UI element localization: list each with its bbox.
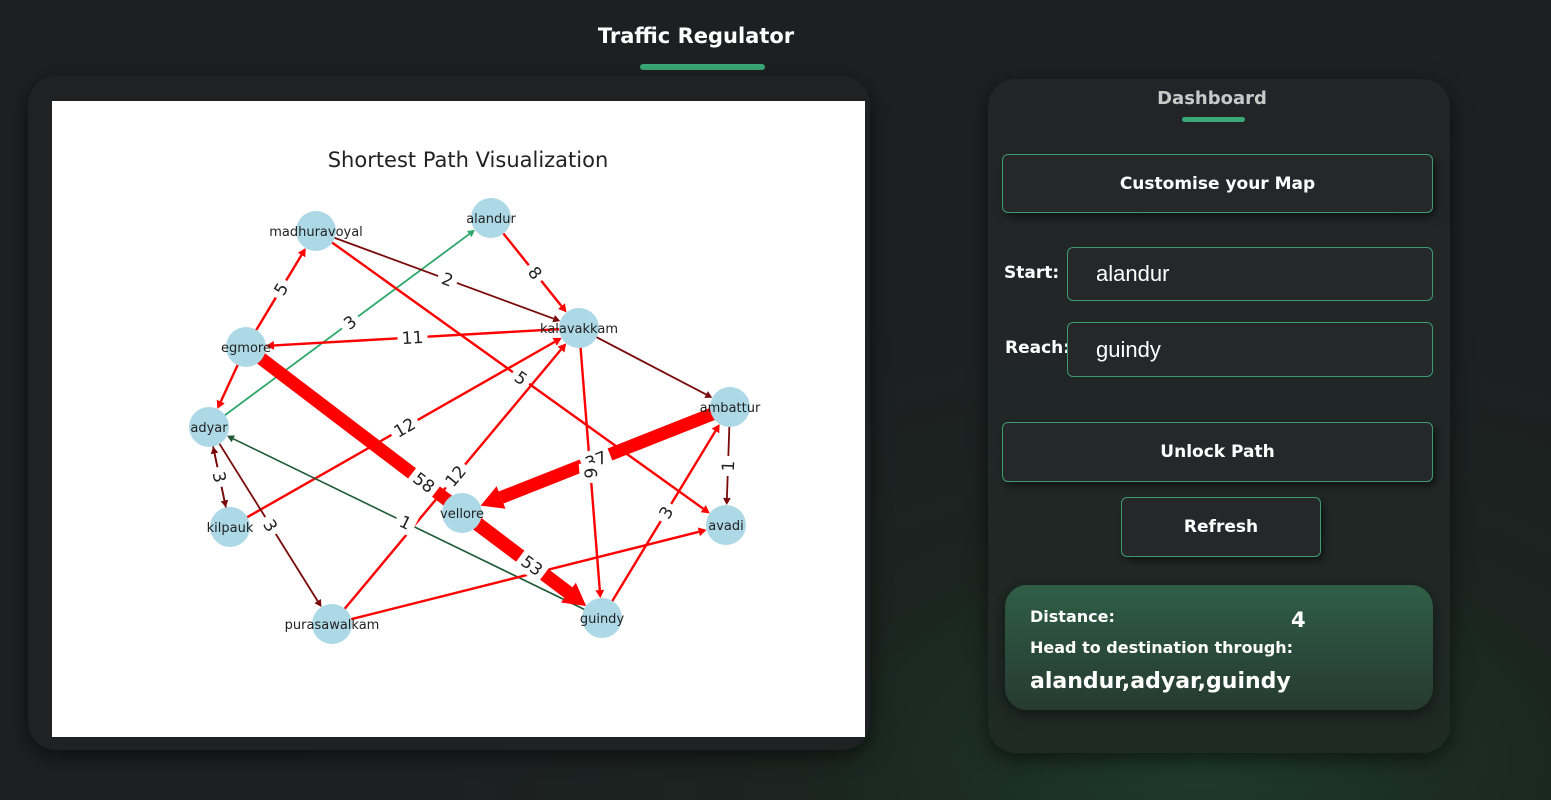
- graph-node-label: kalavakkam: [540, 322, 618, 337]
- edge-weight-bg: [266, 274, 296, 304]
- edge-weight-bg: [206, 464, 233, 490]
- edge-weight-bg: [651, 498, 681, 527]
- edge-weight-label: 6: [578, 462, 603, 484]
- graph-edge-arrowhead: [595, 589, 605, 599]
- graph-node-egmore: [226, 327, 266, 367]
- graph-edge-arrowhead: [552, 315, 561, 323]
- graph-node-vellore: [442, 493, 482, 533]
- refresh-button[interactable]: Refresh: [1121, 497, 1321, 557]
- edge-weight-bg: [434, 265, 461, 294]
- graph-edge-arrowhead: [297, 248, 306, 258]
- edge-weight-label: 5: [506, 363, 536, 393]
- edge-weight-bg: [716, 455, 740, 477]
- graph-node-label: adyar: [190, 421, 228, 436]
- graph-edge-arrowhead: [700, 505, 710, 514]
- graph-edge-arrowhead: [704, 391, 713, 398]
- start-label: Start:: [1004, 263, 1060, 283]
- graph-node-adyar: [189, 407, 229, 447]
- reach-input[interactable]: guindy: [1067, 322, 1433, 377]
- edge-weight-bg: [520, 258, 550, 288]
- edge-weight-text: 6: [579, 467, 600, 479]
- graph-node-label: vellore: [440, 507, 484, 522]
- graph-edge: [498, 405, 722, 504]
- edge-weight-label: 12: [386, 410, 423, 445]
- edge-weight-text: 1: [719, 460, 739, 471]
- graph-node-kalavakkam: [559, 308, 599, 348]
- graph-node-label: kilpauk: [207, 521, 254, 536]
- graph-edge-arrowhead: [226, 435, 235, 443]
- graph-edge-arrowhead: [558, 303, 567, 313]
- dashboard-underline: [1182, 117, 1245, 122]
- through-label: Head to destination through:: [1030, 638, 1294, 657]
- graph-edge-arrowhead: [480, 486, 506, 509]
- graph-node-avadi: [706, 505, 746, 545]
- graph-node-label: alandur: [466, 212, 516, 227]
- graph-node-purasawalkam: [312, 604, 352, 644]
- graph-node-label: ambattur: [700, 401, 761, 416]
- distance-value: 4: [1291, 608, 1306, 632]
- graph-node-kilpauk: [210, 507, 250, 547]
- edge-weight-label: 2: [434, 265, 461, 294]
- edge-weight-bg: [386, 410, 423, 445]
- edge-weight-bg: [437, 457, 474, 495]
- graph-node-ambattur: [710, 387, 750, 427]
- edge-weight-text: 11: [401, 328, 424, 349]
- edge-weight-bg: [391, 508, 420, 537]
- graph-edge: [219, 357, 243, 403]
- distance-label: Distance:: [1030, 607, 1115, 626]
- edge-weight-bg: [506, 363, 536, 393]
- graph-edge: [589, 332, 707, 396]
- edge-weight-bg: [513, 547, 551, 584]
- path-value: alandur,adyar,guindy: [1030, 669, 1291, 694]
- edge-weight-bg: [405, 464, 443, 501]
- graph-node-label: purasawalkam: [285, 618, 380, 633]
- edge-weight-label: 1: [391, 508, 420, 537]
- graph-edge-arrowhead: [314, 599, 322, 608]
- graph-edge-arrowhead: [210, 446, 219, 455]
- edge-weight-label: 3: [651, 498, 681, 527]
- edge-weight-label: 3: [255, 511, 286, 540]
- graph-edge-arrowhead: [561, 583, 586, 606]
- graph-node-label: egmore: [221, 341, 271, 356]
- graph-node-label: avadi: [708, 519, 744, 534]
- edge-weight-text: 3: [208, 470, 230, 485]
- edge-weight-label: 3: [335, 307, 365, 338]
- graph-edge-arrowhead: [723, 497, 731, 506]
- result-panel: [1005, 585, 1433, 710]
- dashboard-title: Dashboard: [1157, 88, 1267, 109]
- graph-edge-arrowhead: [557, 343, 567, 353]
- graph-node-label: madhuravoyal: [269, 225, 363, 240]
- edge-weight-bg: [396, 325, 429, 350]
- edge-weight-bg: [335, 307, 365, 338]
- graph-svg: Shortest Path Visualization 583211558123…: [189, 148, 761, 644]
- unlock-path-button[interactable]: Unlock Path: [1002, 422, 1433, 482]
- graph-edge-arrowhead: [697, 527, 707, 537]
- edge-weight-label: 3: [206, 464, 233, 490]
- edge-weight-label: 5: [266, 274, 296, 304]
- customise-map-button[interactable]: Customise your Map: [1002, 154, 1433, 213]
- graph-edge-arrowhead: [552, 337, 562, 346]
- graph-edge-arrowhead: [711, 424, 720, 434]
- graph-edge-arrowhead: [467, 229, 475, 238]
- graph-node-label: guindy: [580, 612, 625, 627]
- edge-weight-label: 11: [396, 325, 429, 350]
- app-title: Traffic Regulator: [597, 24, 795, 48]
- graph-edge-arrowhead: [216, 399, 225, 409]
- graph-edge-arrowhead: [265, 341, 275, 350]
- reach-label: Reach:: [1005, 338, 1071, 358]
- edge-weight-bg: [578, 462, 603, 484]
- graph-edge: [343, 530, 700, 623]
- title-underline: [640, 64, 765, 70]
- start-input[interactable]: alandur: [1067, 247, 1433, 301]
- edge-weight-bg: [255, 511, 286, 540]
- graph-title: Shortest Path Visualization: [328, 148, 609, 172]
- edge-weight-label: 1: [716, 455, 740, 477]
- graph-node-guindy: [582, 598, 622, 638]
- graph-node-madhuravoyal: [296, 211, 336, 251]
- edge-weight-label: 8: [520, 258, 550, 288]
- graph-node-alandur: [471, 198, 511, 238]
